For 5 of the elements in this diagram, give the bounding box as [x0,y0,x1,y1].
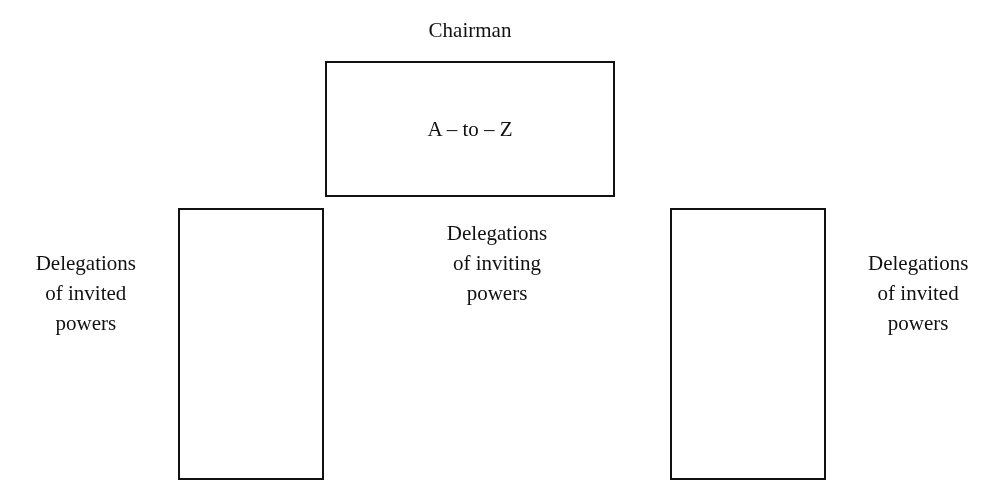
side-label: Delegations of invited powers [868,250,969,337]
side-label: Delegations of invited powers [35,250,136,337]
heading-text: Chairman [428,17,512,44]
area-label: Delegations of inviting powers [446,220,548,307]
box-text: A – to – Z [427,116,513,143]
